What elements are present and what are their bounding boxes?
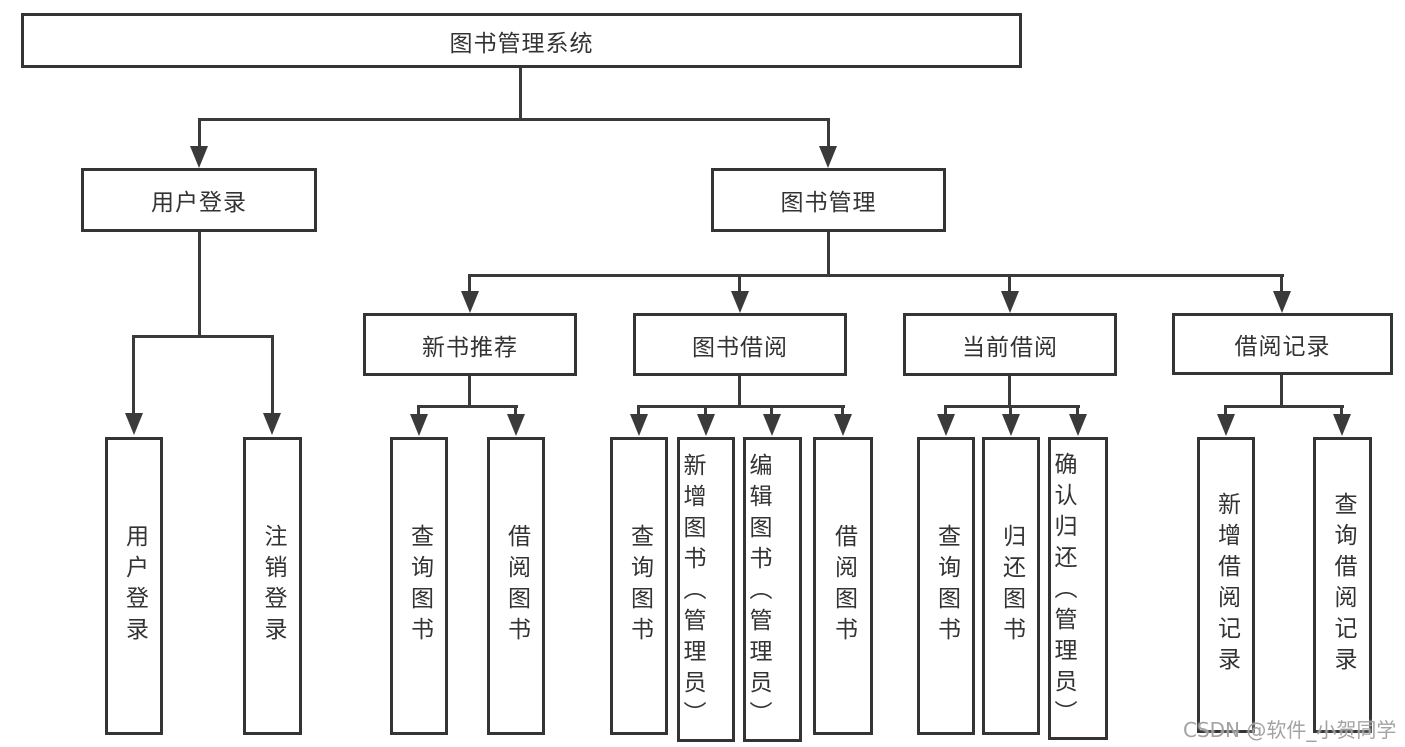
connector-line xyxy=(637,405,845,408)
leaf-label: 借阅图书 xyxy=(830,524,857,648)
leaf-label: 借阅图书 xyxy=(503,524,530,648)
connector-line xyxy=(738,376,741,408)
node-current-borrowing: 当前借阅 xyxy=(903,313,1117,376)
connector-line xyxy=(417,405,518,408)
arrowhead-down-icon xyxy=(630,414,648,436)
arrowhead-down-icon xyxy=(1273,291,1291,313)
connector-line xyxy=(468,274,471,294)
leaf-confirm-return-admin: 确认归还（管理员） xyxy=(1048,437,1108,740)
arrowhead-down-icon xyxy=(1001,291,1019,313)
connector-line xyxy=(132,335,135,415)
leaf-label: 确认归还（管理员） xyxy=(1050,452,1076,731)
leaf-label: 查询图书 xyxy=(626,524,653,648)
connector-line xyxy=(944,405,1080,408)
leaf-label: 查询图书 xyxy=(406,524,433,648)
connector-line xyxy=(417,405,420,417)
leaf-add-borrow-record: 新增借阅记录 xyxy=(1197,437,1255,733)
connector-line xyxy=(1008,274,1011,294)
leaf-query-books-current: 查询图书 xyxy=(917,437,975,735)
connector-line xyxy=(1224,405,1344,408)
leaf-query-books-borrowing: 查询图书 xyxy=(610,437,668,735)
connector-line xyxy=(468,274,1284,277)
connector-line xyxy=(1340,405,1343,417)
connector-line xyxy=(132,335,274,338)
connector-line xyxy=(944,405,947,417)
connector-line xyxy=(1280,274,1283,294)
connector-line xyxy=(514,405,517,417)
arrowhead-down-icon xyxy=(1333,414,1351,436)
leaf-label: 新增借阅记录 xyxy=(1213,492,1240,678)
arrowhead-down-icon xyxy=(834,414,852,436)
connector-line xyxy=(1224,405,1227,417)
leaf-label: 注销登录 xyxy=(260,524,286,648)
arrowhead-down-icon xyxy=(731,291,749,313)
connector-line xyxy=(1008,376,1011,408)
node-new-book-recommendation: 新书推荐 xyxy=(363,313,577,376)
connector-line xyxy=(271,335,274,415)
arrowhead-down-icon xyxy=(1217,414,1235,436)
connector-line xyxy=(841,405,844,417)
arrowhead-down-icon xyxy=(1069,414,1087,436)
leaf-query-borrow-record: 查询借阅记录 xyxy=(1313,437,1372,733)
arrowhead-down-icon xyxy=(819,146,837,168)
connector-line xyxy=(519,68,522,118)
leaf-add-books-admin: 新增图书（管理员） xyxy=(677,437,735,742)
node-user-login: 用户登录 xyxy=(81,168,317,232)
leaf-label: 查询借阅记录 xyxy=(1330,492,1356,678)
arrowhead-down-icon xyxy=(125,413,143,435)
leaf-return-books: 归还图书 xyxy=(982,437,1040,735)
arrowhead-down-icon xyxy=(410,414,428,436)
connector-line xyxy=(1280,375,1283,408)
arrowhead-down-icon xyxy=(507,414,525,436)
arrowhead-down-icon xyxy=(697,414,715,436)
leaf-user-login: 用户登录 xyxy=(105,437,163,735)
connector-line xyxy=(1009,405,1012,417)
connector-line xyxy=(738,274,741,294)
leaf-label: 查询图书 xyxy=(933,524,960,648)
arrowhead-down-icon xyxy=(461,291,479,313)
csdn-watermark: CSDN @软件_小贺同学 xyxy=(1183,718,1397,742)
leaf-label: 新增图书（管理员） xyxy=(679,453,705,732)
node-book-borrowing: 图书借阅 xyxy=(633,313,847,376)
connector-line xyxy=(704,405,707,417)
leaf-borrow-books-recommend: 借阅图书 xyxy=(487,437,545,735)
connector-line xyxy=(637,405,640,417)
arrowhead-down-icon xyxy=(937,414,955,436)
node-borrowing-records: 借阅记录 xyxy=(1172,313,1393,375)
arrowhead-down-icon xyxy=(190,146,208,168)
connector-line xyxy=(827,118,830,148)
connector-line xyxy=(770,405,773,417)
leaf-label: 归还图书 xyxy=(998,524,1025,648)
connector-line xyxy=(827,232,830,274)
leaf-borrow-books-borrowing: 借阅图书 xyxy=(813,437,873,735)
connector-line xyxy=(1076,405,1079,417)
leaf-logout: 注销登录 xyxy=(243,437,302,735)
connector-line xyxy=(198,118,201,148)
connector-line xyxy=(198,118,830,121)
arrowhead-down-icon xyxy=(763,414,781,436)
leaf-label: 编辑图书（管理员） xyxy=(745,453,771,732)
node-book-management: 图书管理 xyxy=(711,168,946,232)
leaf-edit-books-admin: 编辑图书（管理员） xyxy=(743,437,802,742)
node-root: 图书管理系统 xyxy=(21,13,1022,68)
leaf-label: 用户登录 xyxy=(121,524,148,648)
connector-line xyxy=(468,376,471,408)
leaf-query-books-recommend: 查询图书 xyxy=(390,437,448,735)
arrowhead-down-icon xyxy=(1002,414,1020,436)
arrowhead-down-icon xyxy=(263,413,281,435)
connector-line xyxy=(198,232,201,335)
